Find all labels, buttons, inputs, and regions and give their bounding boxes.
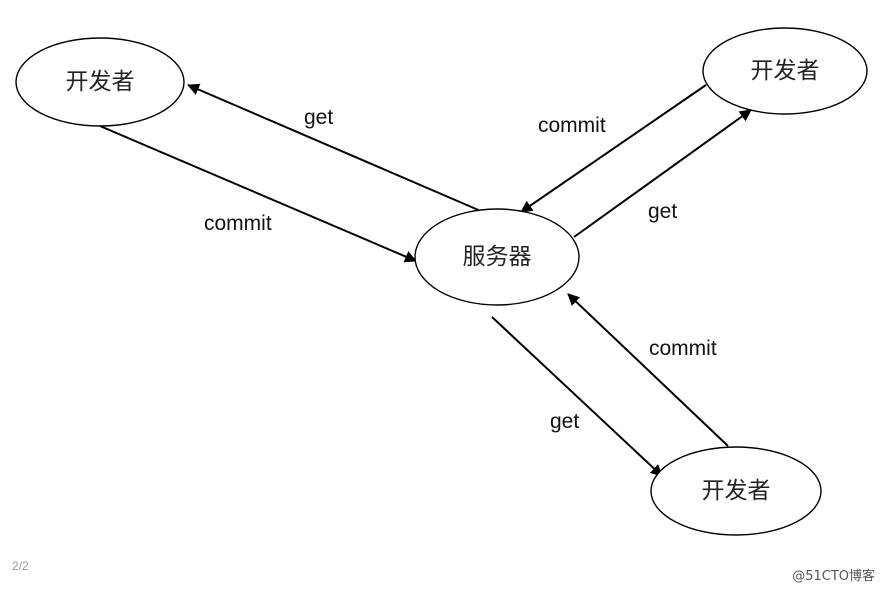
arrow-commit-dev3 <box>567 293 729 447</box>
edge-server-to-dev3: get <box>491 316 663 477</box>
node-developer-top-right: 开发者 <box>702 27 868 115</box>
edge-dev3-to-server: commit <box>567 293 729 447</box>
node-ellipse <box>702 27 868 115</box>
node-ellipse <box>650 446 822 536</box>
arrow-commit-dev2 <box>520 84 707 213</box>
node-label: 开发者 <box>751 58 820 84</box>
node-label: 开发者 <box>66 69 135 95</box>
page-counter: 2/2 <box>12 559 29 573</box>
page-total: /2 <box>18 559 29 573</box>
node-label: 服务器 <box>463 244 532 270</box>
arrow-commit-dev1 <box>99 125 417 263</box>
edge-label-commit-dev3: commit <box>649 337 717 360</box>
edge-label-commit-dev2: commit <box>538 114 606 137</box>
arrow-get-dev2 <box>573 109 752 238</box>
watermark: @51CTO博客 <box>792 569 875 584</box>
edge-label-get-dev1: get <box>304 106 333 129</box>
node-ellipse <box>414 208 580 306</box>
node-server: 服务器 <box>414 208 580 306</box>
node-ellipse <box>15 37 185 127</box>
edge-server-to-dev1: get <box>187 83 484 213</box>
node-developer-bottom-right: 开发者 <box>650 446 822 536</box>
arrow-get-dev3 <box>491 316 663 477</box>
edge-dev2-to-server: commit <box>520 84 707 213</box>
edge-dev1-to-server: commit <box>99 125 417 263</box>
arrow-get-dev1 <box>187 83 484 213</box>
edge-server-to-dev2: get <box>573 109 752 238</box>
edge-label-commit-dev1: commit <box>204 212 272 235</box>
edge-label-get-dev3: get <box>550 410 579 433</box>
page-current: 2 <box>12 559 19 573</box>
node-developer-top-left: 开发者 <box>15 37 185 127</box>
node-label: 开发者 <box>702 478 771 504</box>
edge-label-get-dev2: get <box>648 200 677 223</box>
